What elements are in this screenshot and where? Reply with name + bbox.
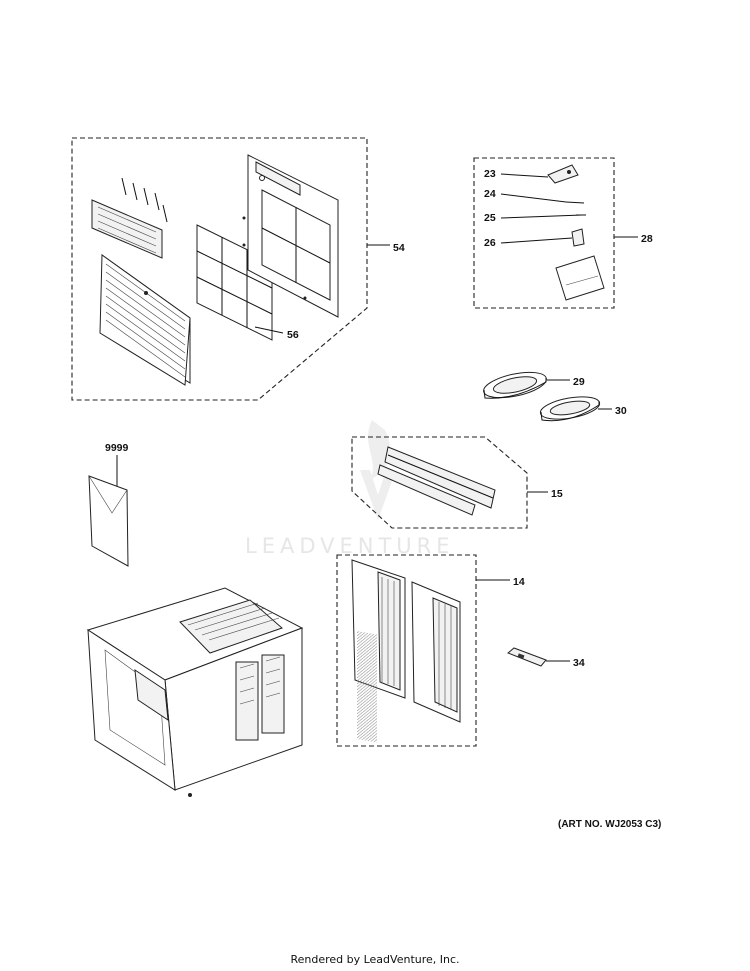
callout-14: 14 bbox=[513, 576, 525, 588]
callout-54: 54 bbox=[393, 242, 405, 254]
art-number: (ART NO. WJ2053 C3) bbox=[558, 819, 662, 830]
callout-25: 25 bbox=[484, 212, 496, 224]
callout-26: 26 bbox=[484, 237, 496, 249]
dashed-boundary-15 bbox=[351, 436, 528, 529]
part-instruction-sheet bbox=[555, 255, 605, 301]
part-26-clip bbox=[571, 228, 585, 247]
watermark-text: LEADVENTURE bbox=[245, 534, 455, 558]
part-front-grille bbox=[99, 254, 191, 386]
part-24-screw bbox=[565, 201, 585, 204]
footer-credit: Rendered by LeadVenture, Inc. bbox=[290, 953, 460, 966]
part-34-remote: 34 bbox=[507, 647, 585, 669]
part-23-bracket bbox=[547, 164, 579, 184]
callout-34: 34 bbox=[573, 657, 585, 669]
group-28-hardware-kit: 23 24 25 26 28 bbox=[473, 157, 653, 309]
callout-15: 15 bbox=[551, 488, 563, 500]
group-15-top-rail: 15 bbox=[351, 436, 563, 529]
part-louver bbox=[91, 177, 168, 259]
callout-29: 29 bbox=[573, 376, 585, 388]
dashed-boundary-14 bbox=[336, 554, 477, 747]
group-54-front-panel-assembly: 54 56 bbox=[71, 137, 405, 401]
part-front-frame bbox=[242, 154, 339, 318]
callout-56: 56 bbox=[287, 329, 299, 341]
leadventure-watermark: LEADVENTURE bbox=[245, 420, 455, 558]
callout-28: 28 bbox=[641, 233, 653, 245]
part-cabinet bbox=[86, 587, 304, 797]
callout-9999: 9999 bbox=[105, 442, 129, 454]
callout-23: 23 bbox=[484, 168, 496, 180]
dashed-boundary-28 bbox=[473, 157, 615, 309]
dashed-boundary-54 bbox=[71, 137, 368, 401]
callout-24: 24 bbox=[484, 188, 496, 200]
part-left-curtain bbox=[351, 559, 406, 743]
part-29-gasket: 29 bbox=[483, 371, 585, 399]
part-9999-manual: 9999 bbox=[88, 442, 129, 567]
callout-30: 30 bbox=[615, 405, 627, 417]
part-30-gasket: 30 bbox=[539, 396, 627, 422]
group-14-side-curtains: 14 bbox=[336, 554, 525, 747]
part-right-curtain bbox=[411, 581, 461, 723]
